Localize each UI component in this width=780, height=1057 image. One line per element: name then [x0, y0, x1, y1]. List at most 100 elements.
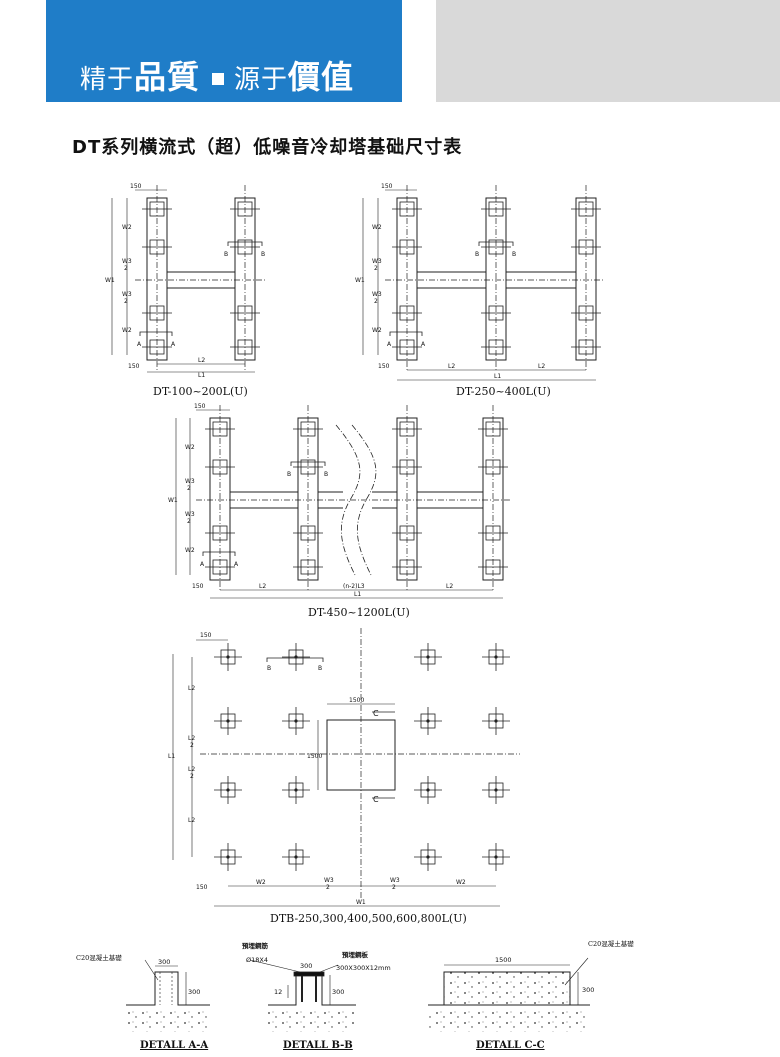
d4-label-c-bottom: C	[373, 795, 379, 804]
header-gray-band	[436, 0, 780, 102]
page-title: DT系列横流式（超）低噪音冷却塔基础尺寸表	[72, 137, 463, 158]
d4-text: 150 B B L2 L2 2 L1 L2 2 L2 1500 1500 C C…	[168, 632, 466, 906]
diagram-4	[172, 628, 520, 907]
d2-dim-150-top: 150	[381, 183, 393, 190]
d1-label-b-right: B	[261, 251, 265, 258]
d4-label-b-left: B	[267, 665, 271, 672]
d4-label-w3-num-right: W3	[390, 877, 400, 884]
detail-cc-text: 1500 300 C20混凝土基礎	[495, 939, 634, 994]
d4-label-w2-right: W2	[456, 879, 466, 886]
d1-label-a-right: A	[171, 341, 176, 348]
pier-1-0	[282, 643, 310, 671]
header-blue-band	[46, 0, 402, 102]
d2-label-a-left: A	[387, 341, 392, 348]
detail-bb-dim-300-top: 300	[300, 962, 312, 970]
d3-label-a-left: A	[200, 561, 205, 568]
detail-aa-dim-300-top: 300	[158, 958, 170, 966]
d2-label-w1: W1	[355, 277, 365, 284]
d4-label-b-right: B	[318, 665, 322, 672]
d4-dim-150-top: 150	[200, 632, 212, 639]
d2-text: 150 W2 W3 2 W1 W3 2 W2 B B A A 150 L2 L2…	[355, 183, 545, 380]
header-slogan: 精于品質源于價值	[80, 52, 354, 98]
d2-label-b-right: B	[512, 251, 516, 258]
d4-label-l2-den-2: 2	[190, 773, 194, 780]
pier-1-2	[282, 776, 310, 804]
slogan-small-2: 源于	[234, 65, 289, 95]
d4-label-w1: W1	[356, 899, 366, 906]
detail-aa-title: DETALL A-A	[140, 1040, 208, 1051]
pier-0-2	[214, 776, 242, 804]
pier-3-1	[482, 707, 510, 735]
pier-1-1	[282, 707, 310, 735]
d3-label-w2-bottom: W2	[185, 547, 195, 554]
d1-label-w2-bottom: W2	[122, 327, 132, 334]
d4-center-pad	[326, 719, 396, 791]
d1-label-b-left: B	[224, 251, 228, 258]
detail-bb-plate-spec: 300X300X12mm	[336, 964, 391, 972]
detail-aa-dims	[144, 959, 187, 1005]
pier-2-2	[414, 776, 442, 804]
d3-label-w1: W1	[168, 497, 178, 504]
pier-3-2	[482, 776, 510, 804]
detail-cc-c20-label: C20混凝土基礎	[588, 939, 634, 948]
d2-dim-150-bottom: 150	[378, 363, 390, 370]
d3-label-w3-den: 2	[187, 485, 191, 492]
d4-label-w3-num-left: W3	[324, 877, 334, 884]
slogan-big-2: 價值	[288, 58, 355, 96]
d2-label-l2-right: L2	[538, 363, 545, 370]
d4-pier-grid	[214, 643, 510, 871]
d2-caption: DT-250~400L(U)	[456, 385, 551, 398]
d4-dim-150-bottom: 150	[196, 884, 208, 891]
detail-cc-dims	[444, 957, 589, 1005]
d4-label-l1: L1	[168, 753, 175, 760]
detail-cc-pad	[443, 971, 571, 1006]
d1-label-w3-den-2: 2	[124, 298, 128, 305]
detail-aa	[126, 959, 210, 1032]
detail-aa-soil	[126, 1008, 210, 1032]
d2-label-a-right: A	[421, 341, 426, 348]
d2-centerlines	[385, 185, 605, 372]
detail-bb-text: 預埋鋼筋 Ø18X4 預埋鋼板 300X300X12mm 300 12 300	[242, 941, 391, 996]
detail-cc-soil	[428, 1008, 588, 1032]
d4-dim-1500-top: 1500	[349, 697, 364, 704]
d3-label-l2-right: L2	[446, 583, 453, 590]
pier-3-0	[482, 643, 510, 671]
d3-dimension-lines	[175, 409, 503, 599]
d3-label-w3-num: W3	[185, 478, 195, 485]
pier-1-3	[282, 843, 310, 871]
d4-label-l2-bottom: L2	[188, 817, 195, 824]
d2-label-l1: L1	[494, 373, 501, 380]
d4-label-w3-den-left: 2	[326, 884, 330, 891]
d3-section-marks	[202, 461, 326, 556]
d3-label-b-right: B	[324, 471, 328, 478]
detail-cc-title: DETALL C-C	[476, 1040, 545, 1051]
detail-bb-rebar	[301, 976, 317, 1002]
d1-label-w1: W1	[105, 277, 115, 284]
d1-label-l2: L2	[198, 357, 205, 364]
pier-0-3	[214, 843, 242, 871]
d4-label-l2-num: L2	[188, 735, 195, 742]
d4-section-b-mark	[266, 657, 324, 662]
detail-bb-soil	[268, 1008, 356, 1032]
detail-cc-dim-1500: 1500	[495, 956, 512, 964]
d1-label-w3-num: W3	[122, 258, 132, 265]
d3-label-l1: L1	[354, 591, 361, 598]
detail-bb-rebar-spec: Ø18X4	[246, 956, 268, 964]
d2-label-w3-num-2: W3	[372, 291, 382, 298]
d1-pier-marks	[142, 201, 260, 355]
d2-label-w2-top: W2	[372, 224, 382, 231]
d3-dim-150-top: 150	[194, 403, 206, 410]
d1-beam-cross	[167, 271, 235, 289]
d3-beam-cross	[230, 491, 483, 509]
diagram-2	[362, 185, 605, 381]
d1-dim-150-bottom: 150	[128, 363, 140, 370]
d4-dimension-lines	[172, 639, 500, 907]
d3-centerlines	[196, 405, 512, 592]
d1-text: 150 W2 W3 2 W1 W3 2 W2 B B A A 150 L2 L1	[105, 183, 265, 379]
d4-section-c-marks	[372, 711, 395, 799]
detail-aa-dim-300-side: 300	[188, 988, 200, 996]
pier-2-3	[414, 843, 442, 871]
d1-label-a-left: A	[137, 341, 142, 348]
d1-section-marks	[139, 241, 263, 336]
